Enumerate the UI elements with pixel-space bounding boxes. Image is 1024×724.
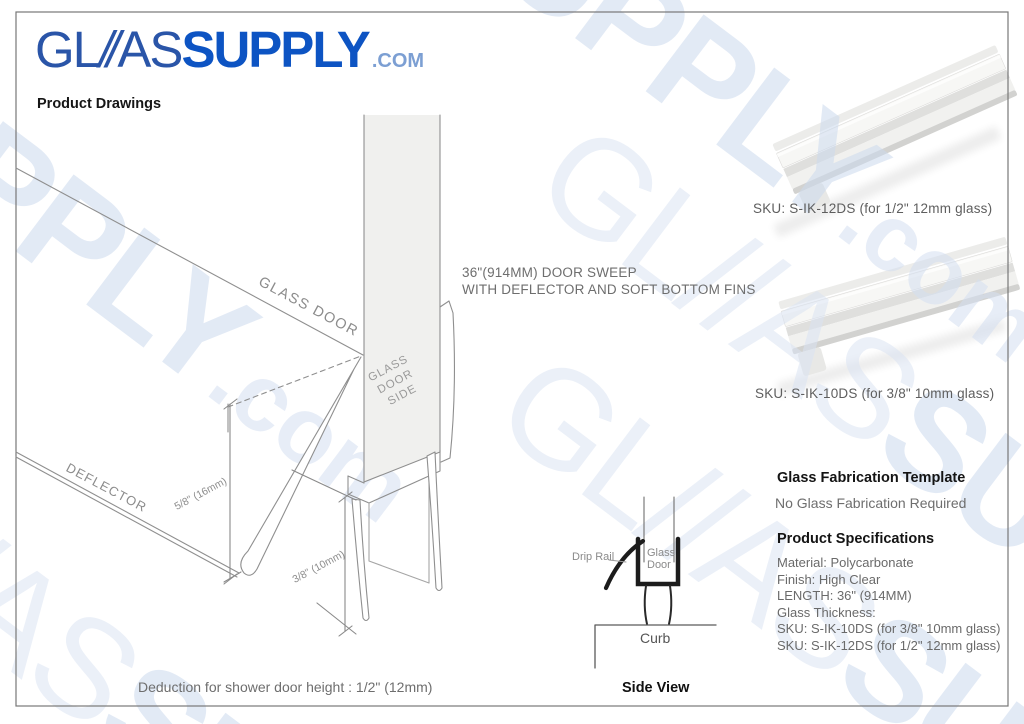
deflector-blade (240, 356, 362, 576)
logo-slashes: // (99, 21, 121, 78)
sv-glass-lines (643, 496, 675, 563)
sv-fins (643, 585, 673, 625)
page-frame (15, 11, 1009, 707)
sku-label-10ds: SKU: S-IK-10DS (for 3/8" 10mm glass) (755, 386, 995, 401)
sweep-right-wall (440, 312, 455, 463)
spec-line-sku10: SKU: S-IK-10DS (for 3/8" 10mm glass) (777, 621, 1001, 636)
page-title: Product Drawings (37, 96, 162, 112)
glass-door-top-edge (15, 167, 364, 356)
front-right-fin (426, 451, 443, 592)
logo-text-tld: .COM (371, 50, 425, 72)
label-side-glass-door: Glass Door (647, 547, 675, 571)
label-side-door: Door (647, 559, 671, 571)
dimension-16mm (223, 398, 242, 585)
specs-title: Product Specifications (777, 531, 935, 547)
description-line1: 36"(914MM) DOOR SWEEP (462, 265, 637, 280)
sv-drip-rail-pointer (608, 559, 627, 563)
deduction-note: Deduction for shower door height : 1/2" … (138, 679, 433, 695)
sv-channel (635, 536, 681, 587)
label-curb: Curb (640, 630, 671, 646)
label-drip-rail: Drip Rail (572, 551, 615, 563)
sweep-right-lip (439, 300, 454, 314)
specs-list: Material: Polycarbonate Finish: High Cle… (777, 555, 1001, 654)
spec-line-finish: Finish: High Clear (777, 571, 881, 587)
side-view-diagram (594, 496, 717, 669)
back-fin-face (368, 470, 430, 584)
logo-text-gl: GL (35, 21, 101, 78)
spec-line-length: LENGTH: 36" (914MM) (777, 588, 912, 603)
door-sweep-description: 36"(914MM) DOOR SWEEP WITH DEFLECTOR AND… (462, 264, 756, 298)
side-view-caption: Side View (622, 680, 690, 696)
product-photo-10ds (776, 237, 1020, 396)
sv-curb-line (594, 624, 717, 669)
dimension-10mm (291, 469, 357, 637)
spec-line-material: Material: Polycarbonate (777, 555, 914, 570)
hidden-edge-dashed (227, 355, 362, 408)
sv-drip-rail (603, 538, 646, 591)
label-side-glass: Glass (647, 547, 676, 559)
logo-text-supply: SUPPLY (181, 21, 370, 78)
sku-label-12ds: SKU: S-IK-12DS (for 1/2" 12mm glass) (753, 201, 993, 216)
deflector-attach-line (15, 451, 240, 578)
spec-line-thickness: Glass Thickness: (777, 604, 876, 620)
spec-line-sku12: SKU: S-IK-12DS (for 1/2" 12mm glass) (777, 637, 1001, 653)
glass-strip-fill (364, 115, 440, 482)
product-photo-12ds (772, 45, 1017, 238)
fabrication-title: Glass Fabrication Template (777, 470, 966, 486)
description-line2: WITH DEFLECTOR AND SOFT BOTTOM FINS (462, 282, 756, 297)
logo-text-as: AS (117, 21, 183, 78)
isometric-door-sweep-drawing (15, 114, 455, 637)
fabrication-note: No Glass Fabrication Required (775, 495, 967, 511)
sweep-channel-lip (347, 475, 365, 484)
front-left-fin (351, 498, 370, 622)
